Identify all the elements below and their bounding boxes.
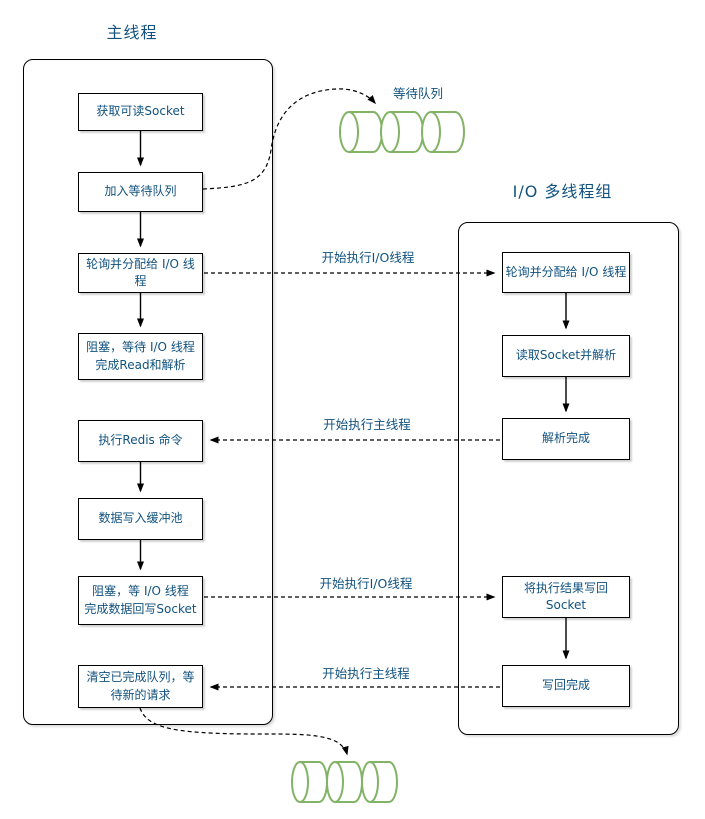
cross-arrow-label-start-io-1: 开始执行I/O线程: [321, 250, 415, 265]
step-clear-completed-queue: 清空已完成队列，等 待新的请求: [78, 665, 203, 708]
step-get-readable-socket: 获取可读Socket: [78, 93, 203, 131]
io-thread-group-title: I/O 多线程组: [512, 182, 613, 201]
cross-arrow-label-start-io-2: 开始执行I/O线程: [319, 576, 413, 591]
main-thread-container: [23, 59, 273, 725]
io-step-parse-done: 解析完成: [502, 418, 630, 460]
wait-queue-cylinders-bottom: [291, 761, 398, 803]
step-block-wait-writeback: 阻塞，等 I/O 线程 完成数据回写Socket: [78, 576, 203, 625]
cross-arrow-label-start-main-2: 开始执行主线程: [322, 666, 410, 681]
step-block-wait-read-parse: 阻塞，等待 I/O 线程 完成Read和解析: [78, 333, 203, 380]
wait-queue-cylinders-top: [339, 111, 465, 153]
main-thread-title: 主线程: [106, 23, 158, 42]
step-write-buffer-pool: 数据写入缓冲池: [78, 498, 203, 540]
wait-queue-label: 等待队列: [392, 86, 443, 101]
step-execute-redis-command: 执行Redis 命令: [78, 420, 203, 462]
io-step-write-result-socket: 将执行结果写回 Socket: [502, 576, 630, 618]
step-join-wait-queue: 加入等待队列: [78, 172, 203, 212]
io-thread-group-container: [458, 222, 679, 735]
cross-arrow-label-start-main-1: 开始执行主线程: [323, 417, 411, 432]
io-step-poll-assign: 轮询并分配给 I/O 线程: [502, 252, 630, 293]
io-step-read-parse-socket: 读取Socket并解析: [502, 335, 630, 377]
step-poll-assign-io-thread: 轮询并分配给 I/O 线程: [78, 253, 203, 293]
io-step-writeback-done: 写回完成: [502, 665, 630, 707]
